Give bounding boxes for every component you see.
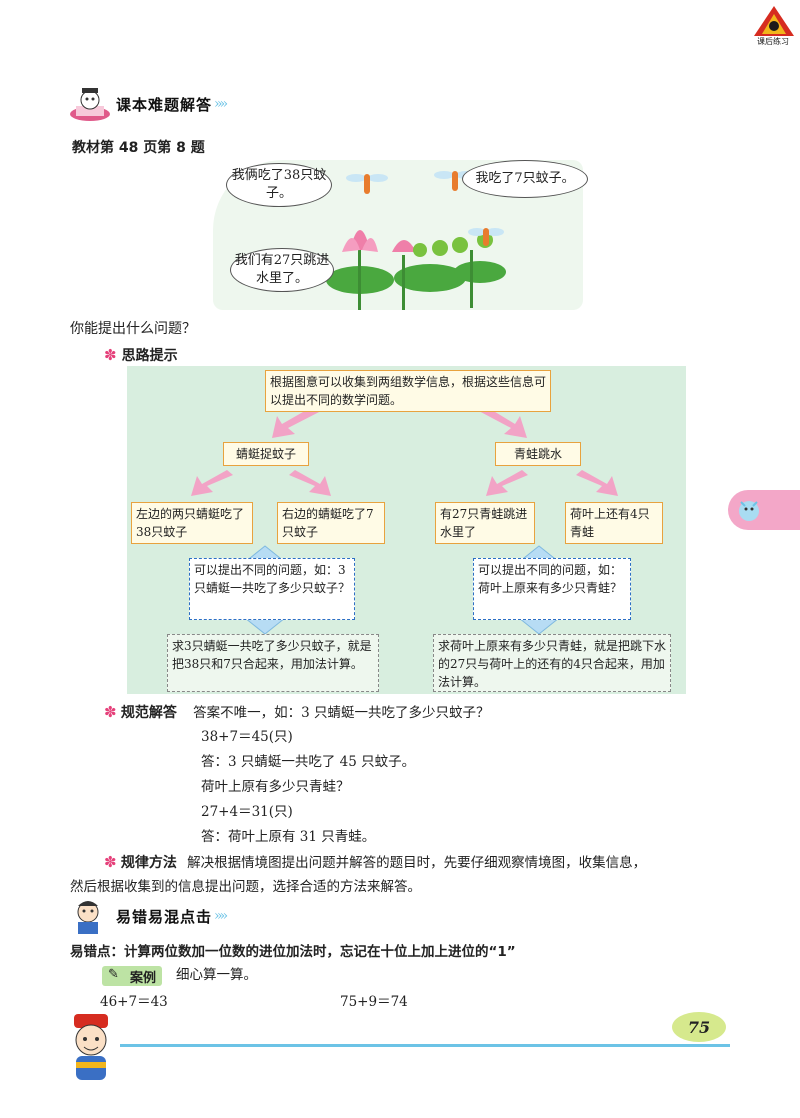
reasoning-diagram: 根据图意可以收集到两组数学信息，根据这些信息可以提出不同的数学问题。 蜻蜓捉蚊子… bbox=[127, 366, 686, 694]
diagram-solution-right: 求荷叶上原来有多少只青蛙，就是把跳下水的27只与荷叶上的还有的4只合起来，用加法… bbox=[433, 634, 671, 692]
example-calc-2: 75+9＝74 bbox=[340, 994, 408, 1010]
flower-bullet-icon: ✽ bbox=[104, 853, 117, 871]
answer-line: 答：3 只蜻蜓一共吃了 45 只蚊子。 bbox=[201, 754, 416, 770]
answer-line: 38+7＝45(只) bbox=[201, 729, 293, 745]
question-text: 你能提出什么问题？ bbox=[70, 321, 196, 337]
diagram-node-dragonfly: 蜻蜓捉蚊子 bbox=[223, 442, 309, 466]
method-row: ✽ 规律方法 解决根据情境图提出问题并解答的题目时，先要仔细观察情境图，收集信息… bbox=[104, 851, 744, 875]
answer-title: 规范解答 bbox=[120, 705, 177, 721]
dragon-icon bbox=[739, 501, 759, 521]
mascot-footer-icon bbox=[74, 1014, 108, 1080]
hint-heading: ✽ 思路提示 bbox=[104, 345, 178, 365]
answer-line: 27+4＝31(只) bbox=[201, 804, 293, 820]
flower-bullet-icon: ✽ bbox=[104, 346, 117, 364]
diagram-question-left: 可以提出不同的问题，如：3只蜻蜓一共吃了多少只蚊子？ bbox=[189, 558, 355, 620]
example-instruction: 细心算一算。 bbox=[176, 967, 257, 983]
section-title-textbook: 课本难题解答 bbox=[116, 95, 213, 114]
answer-heading-row: ✽ 规范解答 答案不唯一，如：3 只蜻蜓一共吃了多少只蚊子？ bbox=[104, 701, 490, 725]
answer-intro: 答案不唯一，如：3 只蜻蜓一共吃了多少只蚊子？ bbox=[193, 705, 490, 721]
lotus-pond-illustration bbox=[326, 230, 506, 310]
footer-divider bbox=[120, 1044, 730, 1047]
section-banner-errors: 易错易混点击 »» bbox=[68, 901, 228, 934]
answer-line: 答：荷叶上原有 31 只青蛙。 bbox=[201, 829, 376, 845]
publisher-logo-icon bbox=[754, 6, 794, 36]
publisher-logo-text: 课后练习 bbox=[757, 37, 789, 46]
section-title-errors: 易错易混点击 bbox=[116, 907, 213, 926]
book-mascot-icon bbox=[70, 88, 110, 121]
diagram-info-frogs-jumped: 有27只青蛙跳进水里了 bbox=[435, 502, 535, 544]
page-number: 75 bbox=[672, 1012, 726, 1042]
diagram-solution-left: 求3只蜻蜓一共吃了多少只蚊子，就是把38只和7只合起来，用加法计算。 bbox=[167, 634, 379, 692]
error-point: 易错点：计算两位数加一位数的进位加法时，忘记在十位上加上进位的“1” bbox=[70, 944, 516, 960]
speech-bubble-dragonfly: 我吃了7只蚊子。 bbox=[462, 160, 588, 198]
diagram-node-frog: 青蛙跳水 bbox=[495, 442, 581, 466]
boy-mascot-icon bbox=[77, 901, 99, 934]
section-banner-textbook: 课本难题解答 »» bbox=[68, 88, 228, 121]
diagram-question-right: 可以提出不同的问题，如：荷叶上原来有多少只青蛙？ bbox=[473, 558, 631, 620]
speech-bubble-frogs: 我们有27只跳进水里了。 bbox=[230, 248, 334, 292]
example-tag: ✎ 案例 bbox=[102, 966, 162, 986]
method-text: 解决根据情境图提出问题并解答的题目时，先要仔细观察情境图，收集信息， bbox=[187, 855, 647, 871]
chevron-right-icon: »» bbox=[214, 908, 228, 924]
side-tab bbox=[728, 490, 800, 530]
example-tag-label: 案例 bbox=[129, 970, 156, 986]
problem-reference: 教材第 48 页第 8 题 bbox=[72, 140, 205, 156]
diagram-info-frogs-on-leaf: 荷叶上还有4只青蛙 bbox=[565, 502, 663, 544]
hint-title: 思路提示 bbox=[121, 348, 178, 364]
dragonfly-icon bbox=[346, 174, 388, 194]
diagram-info-right-dragonfly: 右边的蜻蜓吃了7只蚊子 bbox=[277, 502, 385, 544]
example-calc-1: 46+7＝43 bbox=[100, 994, 168, 1010]
answer-line: 荷叶上原有多少只青蛙？ bbox=[201, 779, 350, 795]
flower-bullet-icon: ✽ bbox=[104, 703, 117, 721]
method-text-cont: 然后根据收集到的信息提出问题，选择合适的方法来解答。 bbox=[70, 879, 421, 895]
method-title: 规律方法 bbox=[120, 855, 177, 871]
pencil-icon: ✎ bbox=[108, 967, 119, 982]
dragonfly-icon bbox=[468, 228, 504, 246]
speech-bubble-dragonflies: 我俩吃了38只蚊子。 bbox=[226, 163, 332, 207]
diagram-info-left-dragonflies: 左边的两只蜻蜓吃了38只蚊子 bbox=[131, 502, 253, 544]
diagram-root-box: 根据图意可以收集到两组数学信息，根据这些信息可以提出不同的数学问题。 bbox=[265, 370, 551, 412]
chevron-right-icon: »» bbox=[214, 96, 228, 112]
